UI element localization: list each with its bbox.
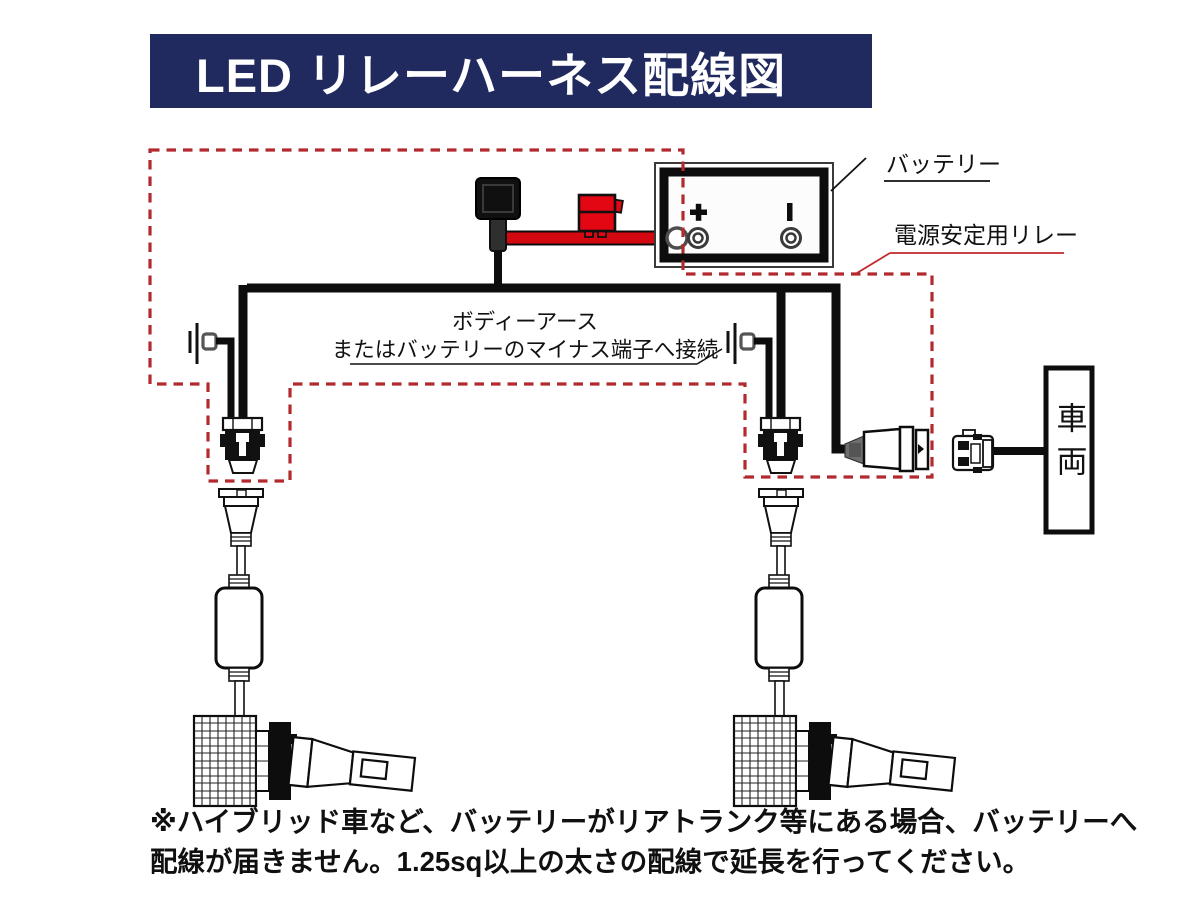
two-pin-connector [758,416,803,474]
ground-note: ボディーアース またはバッテリーのマイナス端子へ接続 [332,310,723,365]
socket-connector [758,488,804,591]
battery-pointer-line [830,157,867,192]
battery-minus-mark [787,203,793,221]
ground-note-line1: ボディーアース [452,310,598,334]
led-driver-box [754,574,804,719]
battery-plus-terminal [687,227,709,249]
right-ground-branch [726,285,803,474]
battery-minus-terminal [780,227,802,249]
footnote-line1: ※ハイブリッド車など、バッテリーがリアトランク等にある場合、バッテリーへ [150,806,1138,837]
led-bulb [192,714,417,808]
title-banner: LED リレーハーネス配線図 [150,34,872,108]
right-led-chain [732,488,957,808]
ground-symbol-icon [726,323,756,364]
relay-harness-dashed-outline [148,148,934,483]
ground-note-line2: またはバッテリーのマイナス端子へ接続 [332,338,719,362]
footnote: ※ハイブリッド車など、バッテリーがリアトランク等にある場合、バッテリーへ 配線が… [150,802,1138,882]
footnote-line2: 配線が届きません。1.25sq以上の太さの配線で延長を行ってください。 [150,846,1031,877]
battery-label: バッテリー [886,151,1001,177]
two-pin-connector [220,416,265,474]
vehicle-label: 車両 [1052,402,1087,488]
led-chip [899,758,929,781]
left-led-chain [192,488,417,808]
fuse-holder [577,193,624,238]
led-chip [359,758,389,781]
relay-box [475,177,521,220]
battery-callout: バッテリー [830,151,1001,192]
battery-inner-case [659,167,829,263]
relay-pointer-line [856,252,891,274]
bulb-flange [269,722,291,800]
ground-wire [754,337,773,419]
ground-pointer-line [696,348,723,365]
bulb-flange [809,722,831,800]
socket-connector [218,488,264,591]
relay-callout: 電源安定用リレー [856,222,1078,274]
harness-male-connector [844,425,930,473]
bulb-body [287,735,417,792]
relay-connector [475,177,521,252]
led-bulb [732,714,957,808]
left-ground-branch [188,285,265,474]
relay-label: 電源安定用リレー [894,222,1078,248]
relay-box-inner [482,184,514,213]
connector-arrow-mark [918,444,924,454]
led-driver-box [214,574,264,719]
battery-plus-mark [690,203,707,221]
battery [654,162,834,268]
vehicle-female-connector [951,429,995,473]
ground-wire [216,337,235,419]
vehicle-box: 車両 [1043,365,1095,535]
bulb-body [827,735,957,792]
ground-symbol-icon [188,323,218,364]
page-title: LED リレーハーネス配線図 [196,48,787,102]
